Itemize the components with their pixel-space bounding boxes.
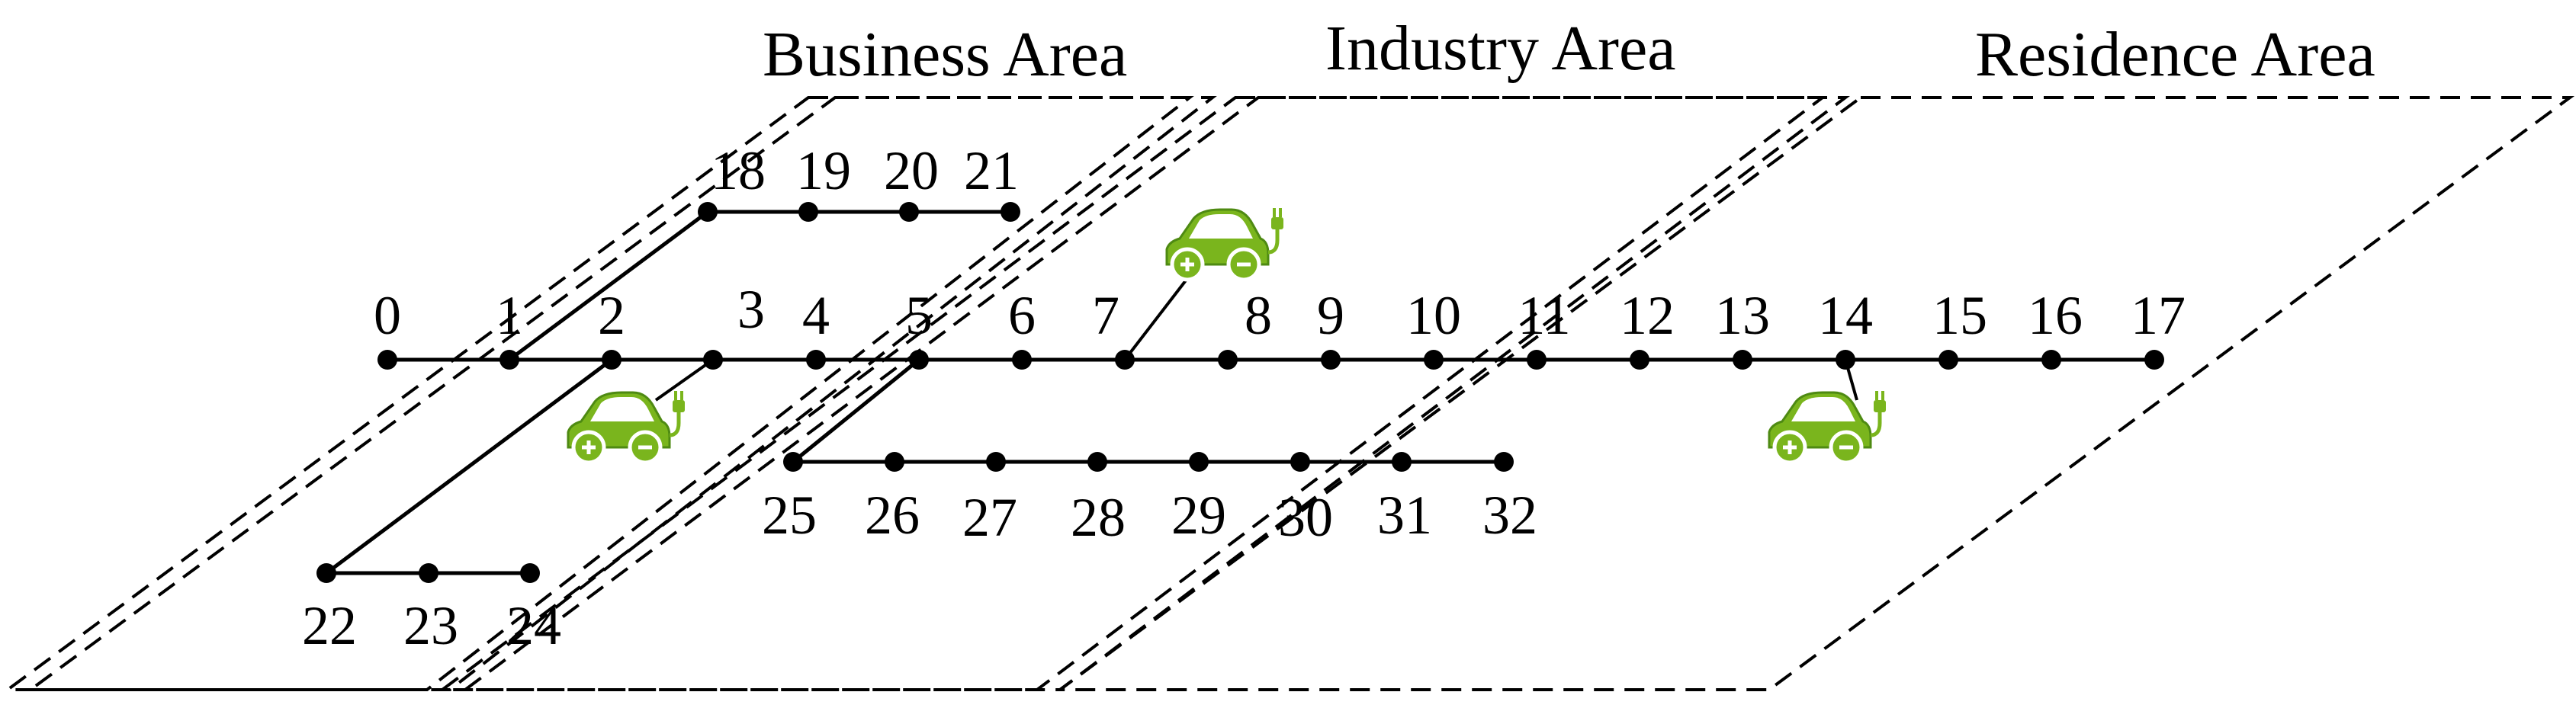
bus-label-31: 31 <box>1377 485 1432 546</box>
ev-connector-3 <box>654 358 715 402</box>
bus-label-9: 9 <box>1317 285 1344 346</box>
bus-label-24: 24 <box>506 595 561 656</box>
bus-node-31 <box>1392 452 1412 472</box>
bus-label-27: 27 <box>962 487 1017 548</box>
bus-node-28 <box>1087 452 1107 472</box>
bus-node-23 <box>419 563 438 583</box>
bus-label-13: 13 <box>1715 285 1770 346</box>
business-area-zone-inner <box>25 96 1217 691</box>
ev-car-icon <box>1165 208 1283 282</box>
bus-label-16: 16 <box>2028 285 2083 346</box>
bus-label-4: 4 <box>802 285 830 346</box>
bus-node-14 <box>1836 350 1855 370</box>
bus-label-32: 32 <box>1482 485 1537 546</box>
ev-car-icon <box>1768 391 1886 465</box>
industry-area-zone <box>437 96 1827 691</box>
bus-node-2 <box>602 350 622 370</box>
bus-label-18: 18 <box>711 140 766 201</box>
bus-label-5: 5 <box>905 285 933 346</box>
bus-node-26 <box>885 452 904 472</box>
bus-node-0 <box>377 350 397 370</box>
bus-label-29: 29 <box>1171 485 1226 546</box>
bus-node-15 <box>1938 350 1958 370</box>
line-5-25 <box>792 358 920 463</box>
bus-node-6 <box>1012 350 1032 370</box>
bus-node-21 <box>1001 202 1020 222</box>
business-area-title: Business Area <box>763 19 1128 90</box>
line-2-22 <box>325 357 613 575</box>
bus-label-23: 23 <box>403 595 458 656</box>
bus-label-10: 10 <box>1406 285 1461 346</box>
bus-label-22: 22 <box>302 595 357 656</box>
bus-label-0: 0 <box>374 285 401 346</box>
ev-connector-7 <box>1123 269 1195 361</box>
industry-area-title: Industry Area <box>1325 13 1676 84</box>
bus-label-21: 21 <box>964 140 1019 201</box>
bus-label-25: 25 <box>762 485 817 546</box>
bus-node-3 <box>703 350 723 370</box>
bus-node-10 <box>1424 350 1444 370</box>
bus-label-3: 3 <box>737 279 765 340</box>
industry-area-zone-inner <box>460 96 1850 691</box>
bus-label-14: 14 <box>1818 285 1873 346</box>
bus-node-16 <box>2041 350 2061 370</box>
bus-node-22 <box>316 563 336 583</box>
bus-label-30: 30 <box>1278 487 1333 548</box>
ev-car-icon <box>567 391 685 465</box>
bus-node-13 <box>1733 350 1752 370</box>
bus-node-9 <box>1321 350 1341 370</box>
bus-node-5 <box>909 350 929 370</box>
bus-node-8 <box>1218 350 1238 370</box>
bus-node-11 <box>1527 350 1547 370</box>
bus-node-12 <box>1630 350 1649 370</box>
bus-label-7: 7 <box>1092 285 1119 346</box>
bus-label-1: 1 <box>496 285 523 346</box>
bus-node-25 <box>783 452 803 472</box>
bus-node-29 <box>1189 452 1209 472</box>
bus-label-8: 8 <box>1245 285 1272 346</box>
bus-label-28: 28 <box>1071 487 1126 548</box>
residence-area-zone <box>1055 96 2575 691</box>
bus-node-30 <box>1290 452 1310 472</box>
bus-label-2: 2 <box>598 285 625 346</box>
bus-node-20 <box>899 202 919 222</box>
bus-node-32 <box>1494 452 1514 472</box>
bus-node-27 <box>986 452 1006 472</box>
bus-node-7 <box>1115 350 1135 370</box>
bus-label-15: 15 <box>1932 285 1987 346</box>
bus-node-19 <box>798 202 818 222</box>
bus-node-17 <box>2144 350 2164 370</box>
bus-node-4 <box>806 350 826 370</box>
bus-label-17: 17 <box>2131 285 2186 346</box>
bus-node-18 <box>698 202 718 222</box>
bus-label-26: 26 <box>865 485 920 546</box>
residence-area-title: Residence Area <box>1975 19 2375 90</box>
bus-label-19: 19 <box>796 140 851 201</box>
bus-label-20: 20 <box>884 140 939 201</box>
bus-node-24 <box>520 563 540 583</box>
bus-label-11: 11 <box>1518 285 1570 346</box>
bus-node-1 <box>499 350 519 370</box>
bus-label-12: 12 <box>1620 285 1675 346</box>
line-1-18 <box>508 210 709 362</box>
bus-label-6: 6 <box>1008 285 1036 346</box>
